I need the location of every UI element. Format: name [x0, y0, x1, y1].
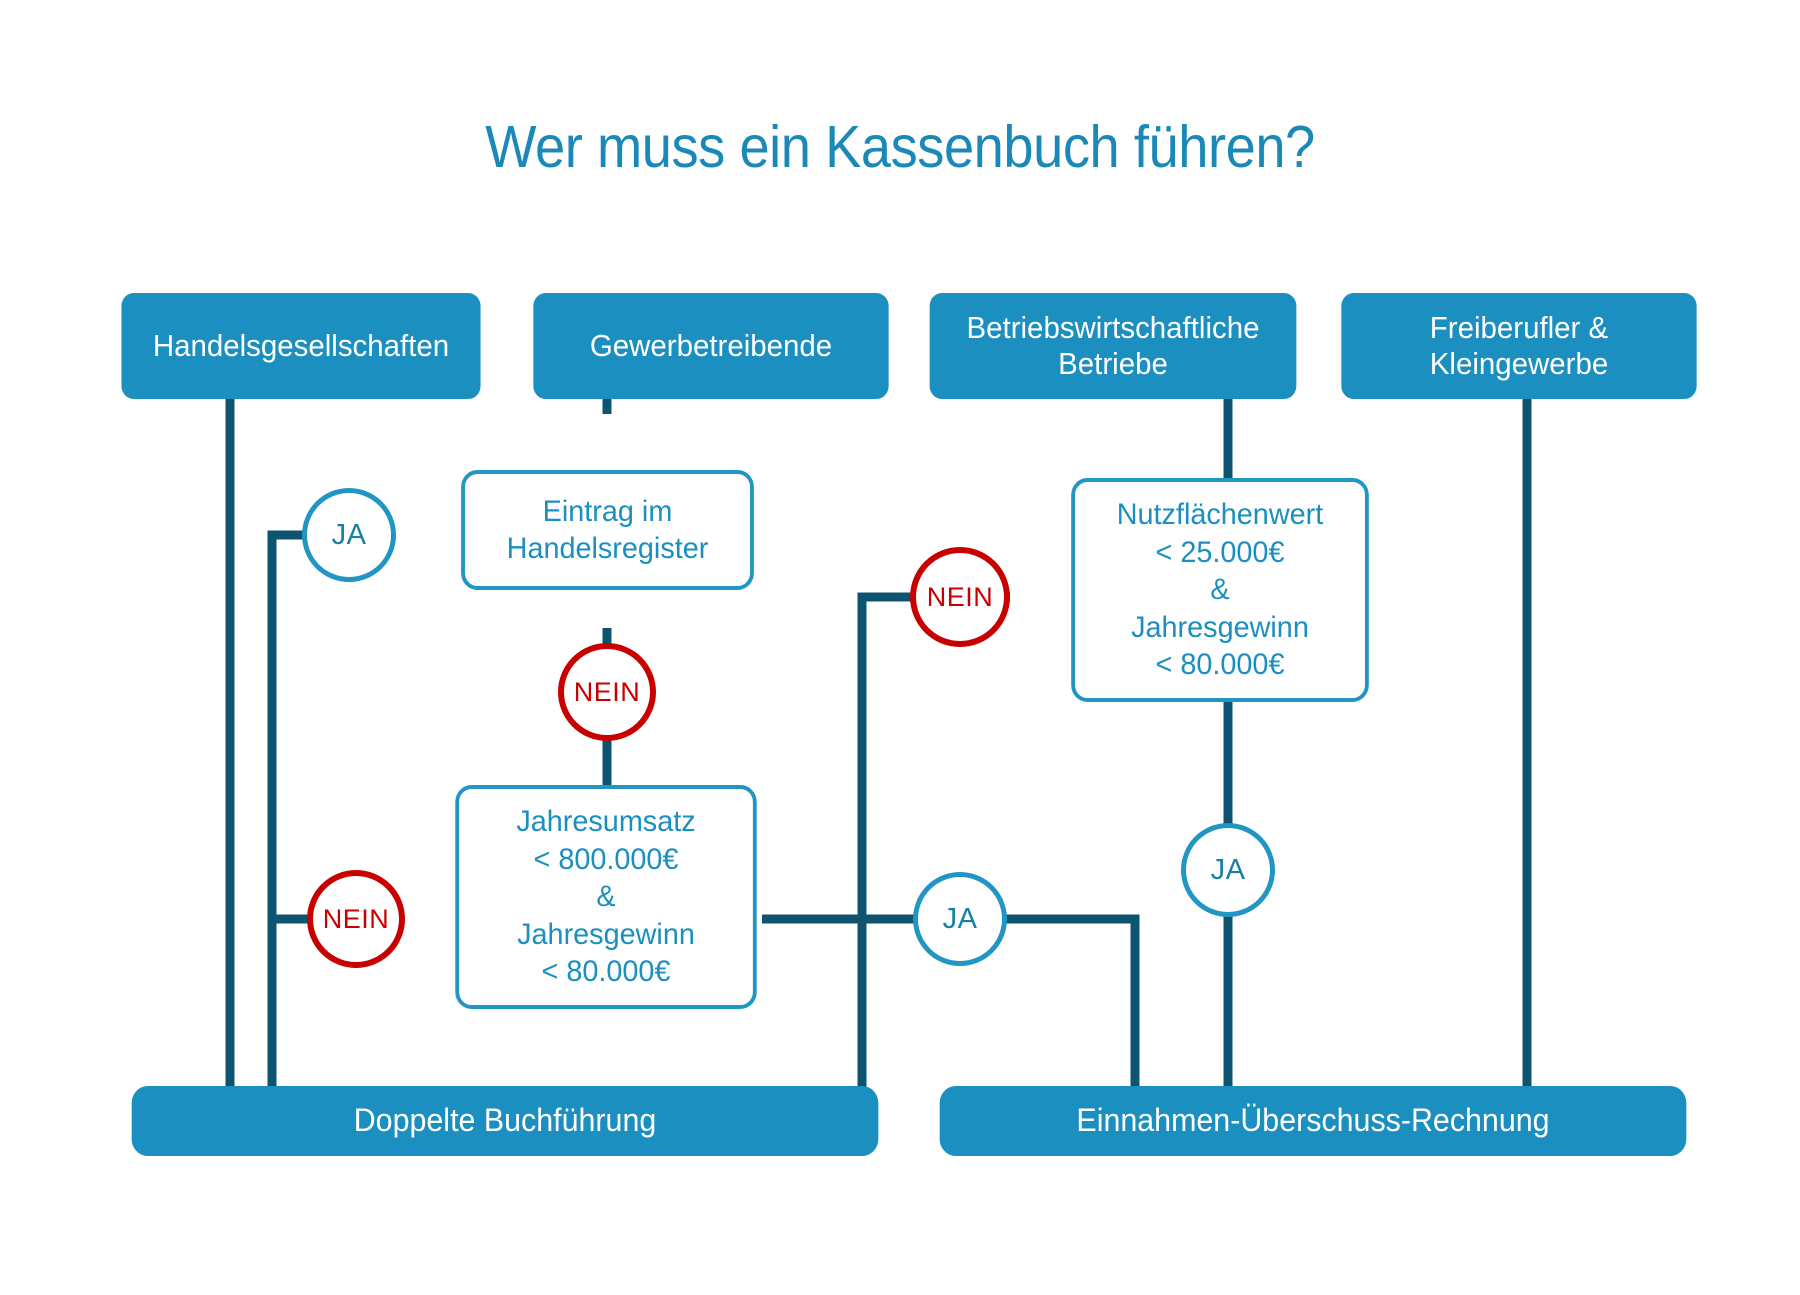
edge-label-text: JA: [1210, 853, 1246, 886]
node-eintrag-handelsregister[interactable]: Eintrag im Handelsregister: [461, 470, 754, 590]
edge-label-text: JA: [942, 902, 978, 935]
edge-label-nein-jahresumsatz: NEIN: [307, 870, 405, 968]
edge-label-text: NEIN: [573, 676, 641, 707]
node-label: Nutzflächenwert < 25.000€ & Jahresgewinn…: [1116, 498, 1324, 682]
node-label: Betriebswirtschaftliche Betriebe: [966, 309, 1260, 381]
edge-label-ja-jahresumsatz: JA: [913, 872, 1007, 966]
node-handelsgesellschaften[interactable]: Handelsgesellschaften: [121, 293, 481, 399]
node-label: Doppelte Buchführung: [353, 1102, 657, 1139]
node-doppelte-buchfuehrung[interactable]: Doppelte Buchführung: [131, 1086, 879, 1156]
node-einnahmen-ueberschuss-rechnung[interactable]: Einnahmen-Überschuss-Rechnung: [939, 1086, 1687, 1156]
node-label: Einnahmen-Überschuss-Rechnung: [1076, 1102, 1550, 1139]
node-betriebswirtschaftliche-betriebe[interactable]: Betriebswirtschaftliche Betriebe: [929, 293, 1297, 399]
node-gewerbetreibende[interactable]: Gewerbetreibende: [533, 293, 889, 399]
node-label: Eintrag im Handelsregister: [506, 494, 709, 566]
node-jahresumsatz[interactable]: Jahresumsatz < 800.000€ & Jahresgewinn <…: [455, 785, 757, 1009]
node-nutzflaechenwert[interactable]: Nutzflächenwert < 25.000€ & Jahresgewinn…: [1071, 478, 1369, 702]
edge-label-ja-handelsregister: JA: [302, 488, 396, 582]
wire-ja-handelsregister-to-doppelte: [267, 530, 314, 1090]
edge-label-ja-nutzflaechenwert: JA: [1181, 823, 1275, 917]
edge-label-text: NEIN: [322, 903, 390, 934]
node-freiberufler-kleingewerbe[interactable]: Freiberufler & Kleingewerbe: [1341, 293, 1697, 399]
node-label: Gewerbetreibende: [589, 327, 833, 363]
edge-label-text: JA: [331, 518, 367, 551]
node-label: Freiberufler & Kleingewerbe: [1429, 309, 1609, 381]
edge-label-nein-nutzflaechenwert: NEIN: [910, 547, 1010, 647]
edge-label-nein-handelsregister: NEIN: [558, 643, 656, 741]
wire-nein-nutzflaeche-to-doppelte: [857, 592, 1010, 1090]
node-label: Handelsgesellschaften: [152, 327, 450, 363]
edge-label-text: NEIN: [926, 581, 994, 612]
page-title: Wer muss ein Kassenbuch führen?: [485, 114, 1315, 180]
node-label: Jahresumsatz < 800.000€ & Jahresgewinn <…: [516, 805, 696, 989]
wire-ja-jahresumsatz-to-euer: [1000, 914, 1140, 1090]
